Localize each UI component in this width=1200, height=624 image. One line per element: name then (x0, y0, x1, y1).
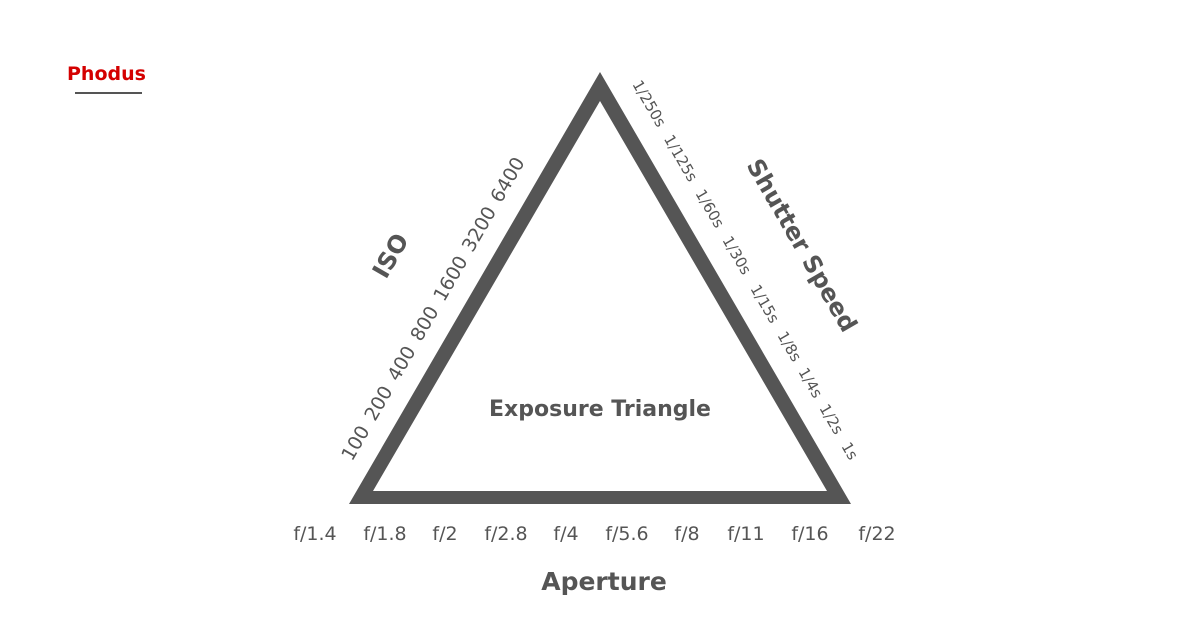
iso-label: ISO (367, 229, 415, 283)
aperture-value: f/8 (674, 523, 699, 545)
aperture-value: f/2.8 (484, 523, 527, 545)
iso-value: 3200 (458, 203, 501, 256)
aperture-value: f/22 (858, 523, 895, 545)
shutter-value: 1/8s (774, 328, 806, 365)
shutter-value: 1/2s (816, 401, 848, 438)
iso-value: 100 (337, 422, 374, 464)
shutter-value: 1/15s (747, 281, 783, 326)
iso-value: 800 (406, 303, 443, 345)
aperture-value: f/16 (791, 523, 828, 545)
aperture-value: f/5.6 (605, 523, 648, 545)
aperture-value: f/1.8 (363, 523, 406, 545)
shutter-value: 1/250s (629, 77, 670, 130)
iso-value: 200 (360, 382, 397, 424)
brand-underline (75, 92, 142, 94)
brand-logo: Phodus (67, 63, 146, 85)
shutter-value: 1/4s (795, 365, 827, 402)
aperture-label: Aperture (541, 567, 667, 596)
iso-value: 1600 (429, 252, 472, 305)
aperture-scale: f/1.4 f/1.8 f/2 f/2.8 f/4 f/5.6 f/8 f/11… (293, 523, 895, 545)
shutter-value: 1/125s (660, 132, 701, 185)
iso-value: 6400 (486, 154, 529, 207)
aperture-value: f/2 (432, 523, 457, 545)
triangle-outline (349, 72, 851, 504)
svg-text:f/1.4 f/1.8 f/2: f/1.4 f/1.8 f/2 f/2.8 f/4 f/5.6 f/8 f/11… (293, 523, 895, 545)
aperture-value: f/1.4 (293, 523, 336, 545)
shutter-value: 1/60s (692, 186, 728, 231)
diagram-title: Exposure Triangle (489, 397, 711, 422)
aperture-value: f/4 (553, 523, 578, 545)
shutter-value: 1/30s (719, 233, 755, 278)
aperture-value: f/11 (727, 523, 764, 545)
shutter-value: 1s (838, 439, 862, 463)
iso-value: 400 (383, 342, 420, 384)
